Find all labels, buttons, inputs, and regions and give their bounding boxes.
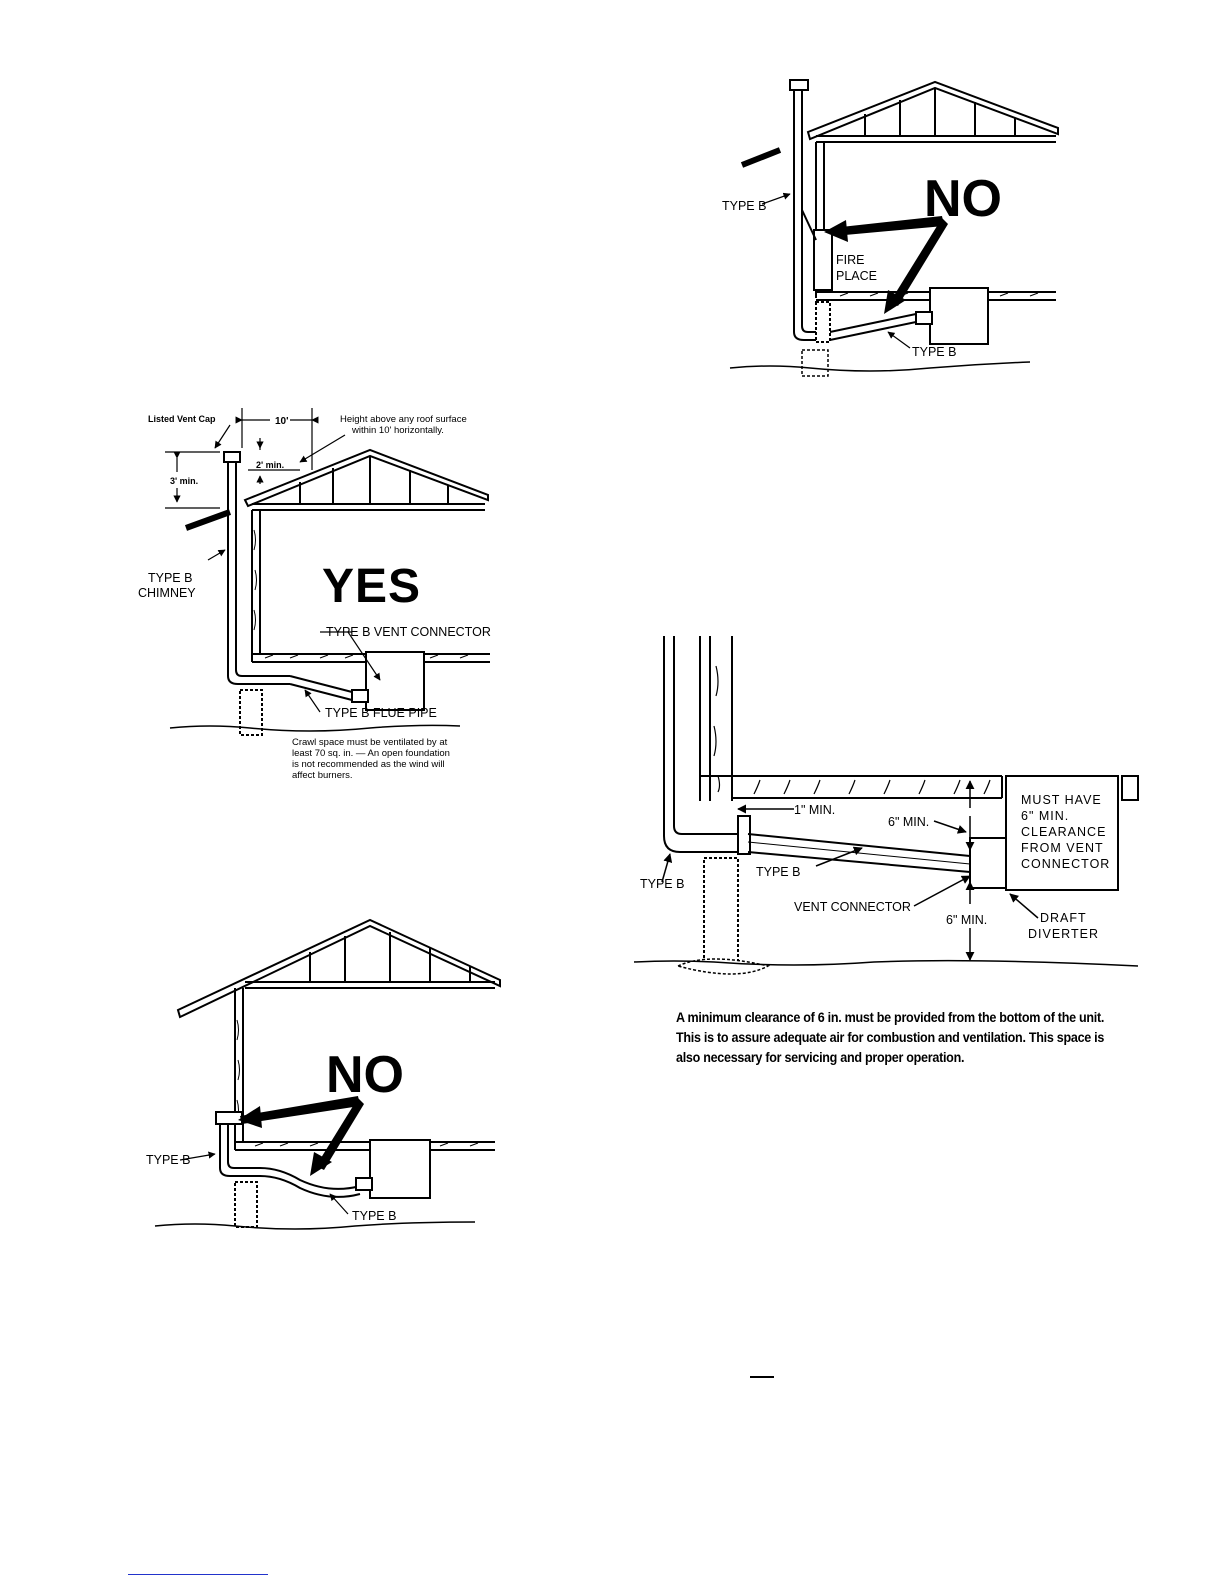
place-label: PLACE bbox=[836, 269, 877, 283]
ground-line bbox=[169, 724, 461, 732]
roof-truss bbox=[740, 80, 1059, 168]
clearance-note-box bbox=[1005, 775, 1119, 891]
page-number-mark bbox=[750, 1376, 774, 1378]
clearance-note-line5: CONNECTOR bbox=[1021, 857, 1110, 871]
type-b-label: TYPE B bbox=[148, 571, 192, 585]
type-b-chimney-pipe bbox=[223, 451, 353, 701]
foundation-pier bbox=[815, 301, 831, 343]
house-wall bbox=[251, 510, 261, 662]
footer-link-line bbox=[128, 1574, 268, 1575]
type-b-pipe-label: TYPE B bbox=[756, 865, 800, 879]
min-1-label: 1" MIN. bbox=[794, 803, 835, 817]
height-note-line2: within 10' horizontally. bbox=[351, 425, 444, 436]
type-b-bottom-label: TYPE B bbox=[912, 345, 956, 359]
type-b-pipe bbox=[789, 79, 917, 341]
clearance-note-line1: MUST HAVE bbox=[1021, 793, 1102, 807]
type-b-left-label: TYPE B bbox=[640, 877, 684, 891]
type-b-left-label: TYPE B bbox=[722, 199, 766, 213]
crawl-note-line1: Crawl space must be ventilated by at bbox=[292, 737, 448, 748]
foundation-pier bbox=[234, 1181, 258, 1228]
type-b-left-label: TYPE B bbox=[146, 1153, 190, 1167]
type-b-pipe bbox=[215, 1111, 361, 1198]
draft-diverter-box bbox=[969, 837, 1007, 889]
ground-line bbox=[633, 959, 1139, 967]
draft-diverter-line1: DRAFT bbox=[1040, 911, 1087, 925]
figure-no-fireplace-diagram: NO TYPE B FIRE PLACE TYPE B bbox=[722, 79, 1059, 377]
crawl-note-line4: affect burners. bbox=[292, 770, 353, 781]
fire-label: FIRE bbox=[836, 253, 864, 267]
clearance-note-line4: FROM VENT bbox=[1021, 841, 1104, 855]
chimney-label: CHIMNEY bbox=[138, 586, 196, 600]
figure-clearance-diagram: 1" MIN. 6" MIN. MUST HAVE 6" MIN. CLEARA… bbox=[633, 636, 1139, 975]
dim-3min-label: 3' min. bbox=[170, 476, 198, 486]
type-b-bottom-label: TYPE B bbox=[352, 1209, 396, 1223]
ground-line bbox=[729, 361, 1031, 372]
draft-diverter-line2: DIVERTER bbox=[1028, 927, 1099, 941]
yes-verdict: YES bbox=[322, 560, 421, 613]
floor bbox=[700, 775, 1139, 801]
warning-arrows bbox=[238, 1096, 364, 1176]
appliance-box bbox=[929, 287, 989, 345]
foundation-pier bbox=[239, 689, 263, 736]
appliance-box bbox=[369, 1139, 431, 1199]
foundation-pier bbox=[703, 857, 739, 965]
figure-no-bend-diagram: NO TYPE B TYPE B bbox=[146, 918, 501, 1230]
height-note-line1: Height above any roof surface bbox=[340, 414, 467, 425]
ground-line bbox=[154, 1221, 476, 1230]
house-wall bbox=[234, 988, 244, 1150]
crawl-note-line3: is not recommended as the wind will bbox=[292, 759, 445, 770]
vent-cap-label: Listed Vent Cap bbox=[148, 414, 216, 424]
floor bbox=[235, 1141, 495, 1151]
appliance-box bbox=[365, 651, 425, 711]
house-wall bbox=[699, 636, 733, 801]
no-verdict: NO bbox=[326, 1046, 404, 1104]
warning-arrows bbox=[824, 216, 948, 314]
min-6-top-label: 6" MIN. bbox=[888, 815, 929, 829]
no-verdict: NO bbox=[924, 170, 1002, 228]
clearance-caption: A minimum clearance of 6 in. must be pro… bbox=[676, 1010, 1105, 1065]
clearance-note-line3: CLEARANCE bbox=[1021, 825, 1106, 839]
dim-10-label: 10' bbox=[275, 416, 289, 427]
fireplace bbox=[813, 229, 833, 291]
vent-connector-label: VENT CONNECTOR bbox=[794, 900, 911, 914]
min-6-bottom-label: 6" MIN. bbox=[946, 913, 987, 927]
clearance-note-line2: 6" MIN. bbox=[1021, 809, 1069, 823]
flue-pipe-label: TYPE B FLUE PIPE bbox=[325, 706, 437, 720]
roof-truss bbox=[176, 918, 501, 1019]
roof-truss bbox=[184, 448, 489, 531]
dim-2min-label: 2' min. bbox=[256, 460, 284, 470]
figure-yes-diagram: Listed Vent Cap 10' Height above any roo… bbox=[138, 408, 491, 781]
crawl-note-line2: least 70 sq. in. — An open foundation bbox=[292, 748, 450, 759]
vent-connector-label: TYPE B VENT CONNECTOR bbox=[326, 625, 491, 639]
